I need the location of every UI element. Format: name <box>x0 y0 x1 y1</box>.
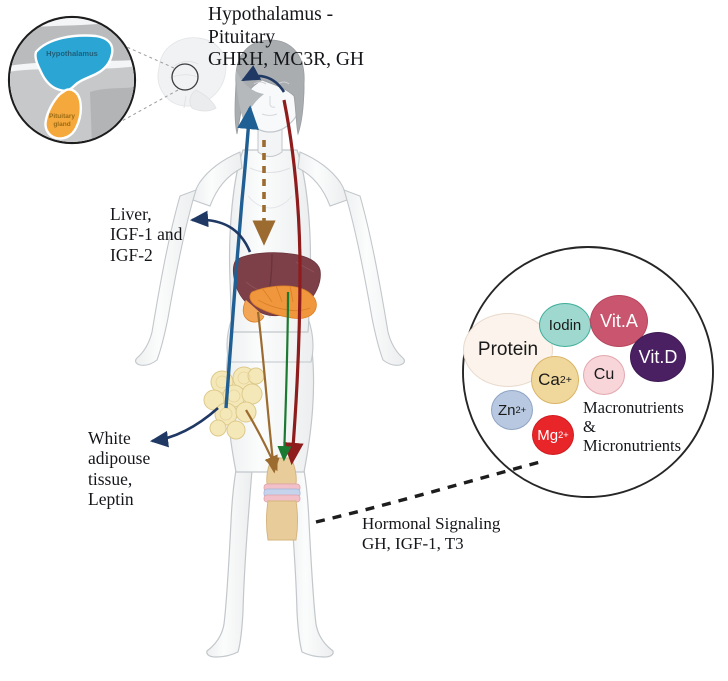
arrow-adipose-callout <box>149 407 219 448</box>
arrow-igf-to-knee <box>277 291 292 462</box>
label-hormonal-signaling: Hormonal Signaling GH, IGF-1, T3 <box>362 514 501 553</box>
inset-pituitary-label-1: Pituitary <box>49 113 75 120</box>
label-white-adipose-tissue-leptin: White adipouse tissue, Leptin <box>88 428 151 509</box>
label-liver-igf: Liver, IGF-1 and IGF-2 <box>110 204 183 265</box>
arrow-liver-callout <box>189 210 252 253</box>
arrow-adipose-to-knee <box>245 409 278 472</box>
arrow-brain-callout <box>241 65 286 93</box>
brain-thumbnail-icon <box>157 37 227 112</box>
nutrient-bubble-iodin: Iodin <box>539 303 591 347</box>
arrow-leptin-to-brain <box>224 105 259 409</box>
organ-knee-growth-plate <box>263 457 301 541</box>
circle-connector-dashed <box>315 460 541 524</box>
label-hypothalamus-pituitary: Hypothalamus - Pituitary GHRH, MC3R, GH <box>208 4 365 71</box>
arrow-nutrient-to-knee <box>256 311 280 474</box>
arrow-gh-to-knee <box>282 99 304 466</box>
nutrient-bubble-vitd: Vit.D <box>630 332 686 382</box>
hypothalamus-pituitary-inset: Hypothalamus Pituitary gland <box>7 15 227 145</box>
label-macronutrients-micronutrients: Macronutrients & Micronutrients <box>583 398 684 456</box>
human-body-silhouette <box>135 39 405 658</box>
inset-pituitary-label-2: gland <box>53 121 70 128</box>
nutrient-bubble-copper: Cu <box>583 355 625 395</box>
inset-hypothalamus-label: Hypothalamus <box>46 49 98 58</box>
